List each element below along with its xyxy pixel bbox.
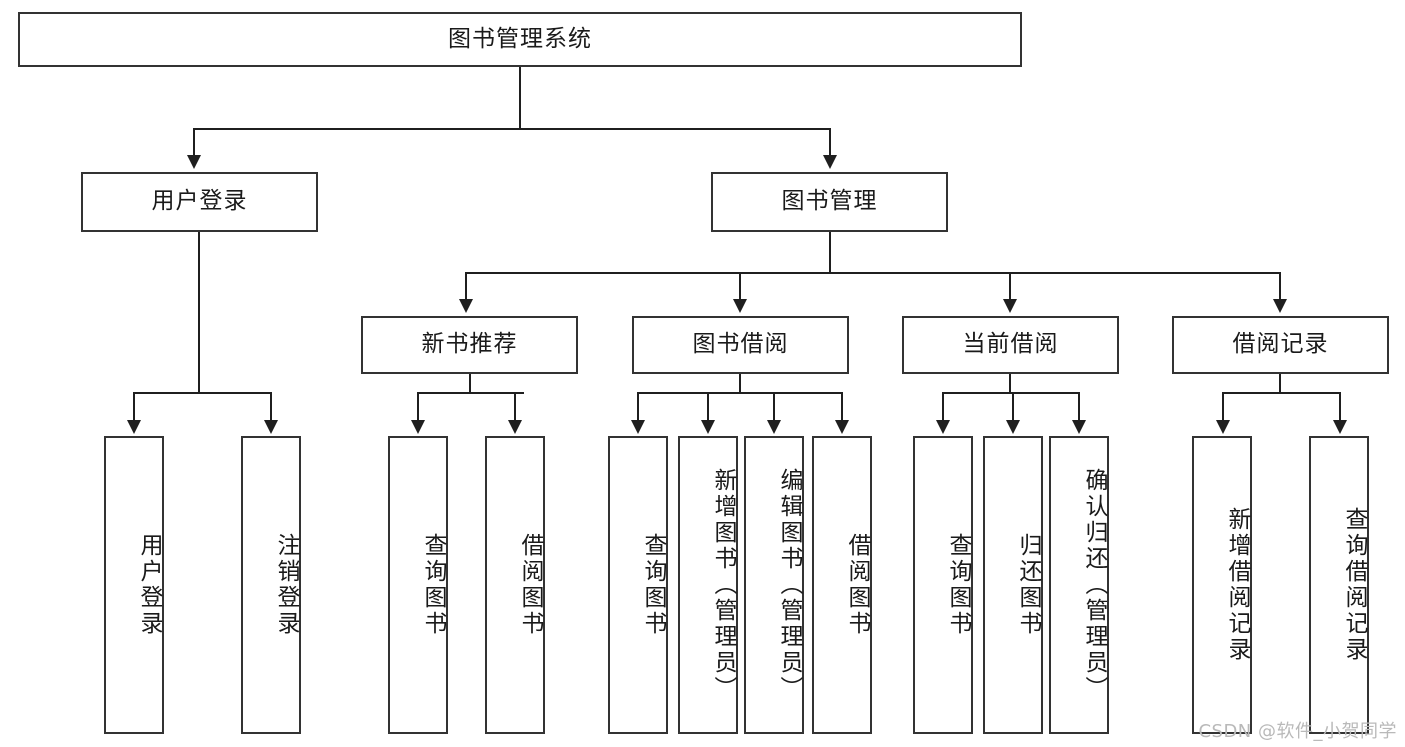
edge-nbr-to-leaf-2 <box>514 392 516 420</box>
edge-to-borrow-record <box>1279 272 1281 300</box>
arrow-to-book-borrow <box>733 299 747 313</box>
arrow-to-cb-leaf-2 <box>1006 420 1020 434</box>
edge-level2-bus <box>465 272 1280 274</box>
node-label: 图书管理系统 <box>448 25 592 52</box>
leaf-user-login-logout[interactable]: 注销登录 <box>241 436 301 734</box>
leaf-new-book-borrow-book[interactable]: 借阅图书 <box>485 436 545 734</box>
arrow-to-nbr-leaf-1 <box>411 420 425 434</box>
node-label: 图书借阅 <box>692 331 789 358</box>
edge-bb-to-leaf-4 <box>841 392 843 420</box>
arrow-to-bb-leaf-1 <box>631 420 645 434</box>
edge-cb-to-leaf-1 <box>942 392 944 420</box>
leaf-book-borrow-borrow-book[interactable]: 借阅图书 <box>812 436 872 734</box>
node-book-borrow[interactable]: 图书借阅 <box>632 316 849 374</box>
edge-bb-to-leaf-1 <box>637 392 639 420</box>
edge-bb-to-leaf-2 <box>707 392 709 420</box>
edge-root-to-book-management <box>829 128 831 156</box>
edge-current-borrow-stem <box>1009 374 1011 393</box>
node-label: 确认归还（管理员） <box>1081 468 1107 702</box>
node-new-book-recommend[interactable]: 新书推荐 <box>361 316 578 374</box>
leaf-current-borrow-confirm-return-admin[interactable]: 确认归还（管理员） <box>1049 436 1109 734</box>
node-label: 新书推荐 <box>421 331 518 358</box>
edge-book-borrow-stem <box>739 374 741 393</box>
edge-user-login-stem <box>198 232 200 393</box>
arrow-to-bb-leaf-2 <box>701 420 715 434</box>
arrow-to-user-login-leaf-1 <box>127 420 141 434</box>
arrow-to-bb-leaf-4 <box>835 420 849 434</box>
leaf-user-login-login[interactable]: 用户登录 <box>104 436 164 734</box>
edge-br-to-leaf-1 <box>1222 392 1224 420</box>
leaf-book-borrow-edit-book-admin[interactable]: 编辑图书（管理员） <box>744 436 804 734</box>
node-label: 归还图书 <box>1015 533 1041 637</box>
leaf-current-borrow-return-book[interactable]: 归还图书 <box>983 436 1043 734</box>
leaf-borrow-record-add-record[interactable]: 新增借阅记录 <box>1192 436 1252 734</box>
node-current-borrow[interactable]: 当前借阅 <box>902 316 1119 374</box>
edge-new-book-recommend-stem <box>469 374 471 393</box>
leaf-borrow-record-query-record[interactable]: 查询借阅记录 <box>1309 436 1369 734</box>
edge-user-login-bus <box>133 392 271 394</box>
leaf-book-borrow-add-book-admin[interactable]: 新增图书（管理员） <box>678 436 738 734</box>
arrow-to-book-management <box>823 155 837 169</box>
node-label: 图书管理 <box>781 188 878 215</box>
edge-current-borrow-bus <box>942 392 1079 394</box>
arrow-to-user-login-leaf-2 <box>264 420 278 434</box>
leaf-current-borrow-query-book[interactable]: 查询图书 <box>913 436 973 734</box>
node-label: 借阅图书 <box>844 533 870 637</box>
arrow-to-bb-leaf-3 <box>767 420 781 434</box>
leaf-new-book-query-book[interactable]: 查询图书 <box>388 436 448 734</box>
edge-cb-to-leaf-2 <box>1012 392 1014 420</box>
edge-root-bus <box>193 128 831 130</box>
leaf-book-borrow-query-book[interactable]: 查询图书 <box>608 436 668 734</box>
arrow-to-cb-leaf-1 <box>936 420 950 434</box>
edge-to-current-borrow <box>1009 272 1011 300</box>
edge-nbr-to-leaf-1 <box>417 392 419 420</box>
arrow-to-user-login <box>187 155 201 169</box>
edge-new-book-recommend-bus <box>417 392 524 394</box>
arrow-to-new-book-recommend <box>459 299 473 313</box>
node-user-login[interactable]: 用户登录 <box>81 172 318 232</box>
edge-br-to-leaf-2 <box>1339 392 1341 420</box>
node-label: 查询图书 <box>640 533 666 637</box>
node-label: 查询图书 <box>945 533 971 637</box>
edge-bb-to-leaf-3 <box>773 392 775 420</box>
node-label: 用户登录 <box>136 533 162 637</box>
node-borrow-record[interactable]: 借阅记录 <box>1172 316 1389 374</box>
node-label: 注销登录 <box>273 533 299 637</box>
node-label: 查询借阅记录 <box>1341 507 1367 663</box>
node-label: 新增图书（管理员） <box>710 468 736 702</box>
edge-root-to-user-login <box>193 128 195 156</box>
node-label: 用户登录 <box>151 188 248 215</box>
edge-borrow-record-bus <box>1222 392 1340 394</box>
arrow-to-borrow-record <box>1273 299 1287 313</box>
node-label: 查询图书 <box>420 533 446 637</box>
edge-cb-to-leaf-3 <box>1078 392 1080 420</box>
edge-to-new-book-recommend <box>465 272 467 300</box>
edge-root-stem <box>519 67 521 129</box>
edge-book-management-stem <box>829 232 831 273</box>
edge-borrow-record-stem <box>1279 374 1281 393</box>
arrow-to-current-borrow <box>1003 299 1017 313</box>
node-label: 编辑图书（管理员） <box>776 468 802 702</box>
arrow-to-br-leaf-1 <box>1216 420 1230 434</box>
csdn-watermark: CSDN @软件_小贺同学 <box>1198 721 1397 742</box>
edge-user-login-to-leaf-1 <box>133 392 135 420</box>
node-label: 新增借阅记录 <box>1224 507 1250 663</box>
arrow-to-br-leaf-2 <box>1333 420 1347 434</box>
node-label: 借阅记录 <box>1232 331 1329 358</box>
arrow-to-nbr-leaf-2 <box>508 420 522 434</box>
node-label: 当前借阅 <box>962 331 1059 358</box>
edge-to-book-borrow <box>739 272 741 300</box>
node-book-management[interactable]: 图书管理 <box>711 172 948 232</box>
node-root-book-management-system[interactable]: 图书管理系统 <box>18 12 1022 67</box>
node-label: 借阅图书 <box>517 533 543 637</box>
edge-book-borrow-bus <box>637 392 843 394</box>
edge-user-login-to-leaf-2 <box>270 392 272 420</box>
arrow-to-cb-leaf-3 <box>1072 420 1086 434</box>
